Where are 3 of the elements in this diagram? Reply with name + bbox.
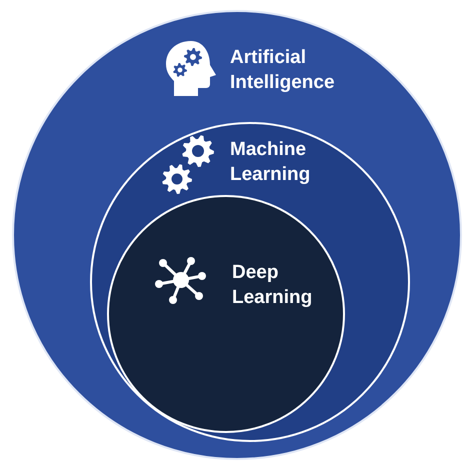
circle-label: Deep Learning [232, 261, 314, 310]
circle-label: Machine Learning [230, 138, 312, 187]
circle-label: Artificial Intelligence [230, 46, 336, 95]
